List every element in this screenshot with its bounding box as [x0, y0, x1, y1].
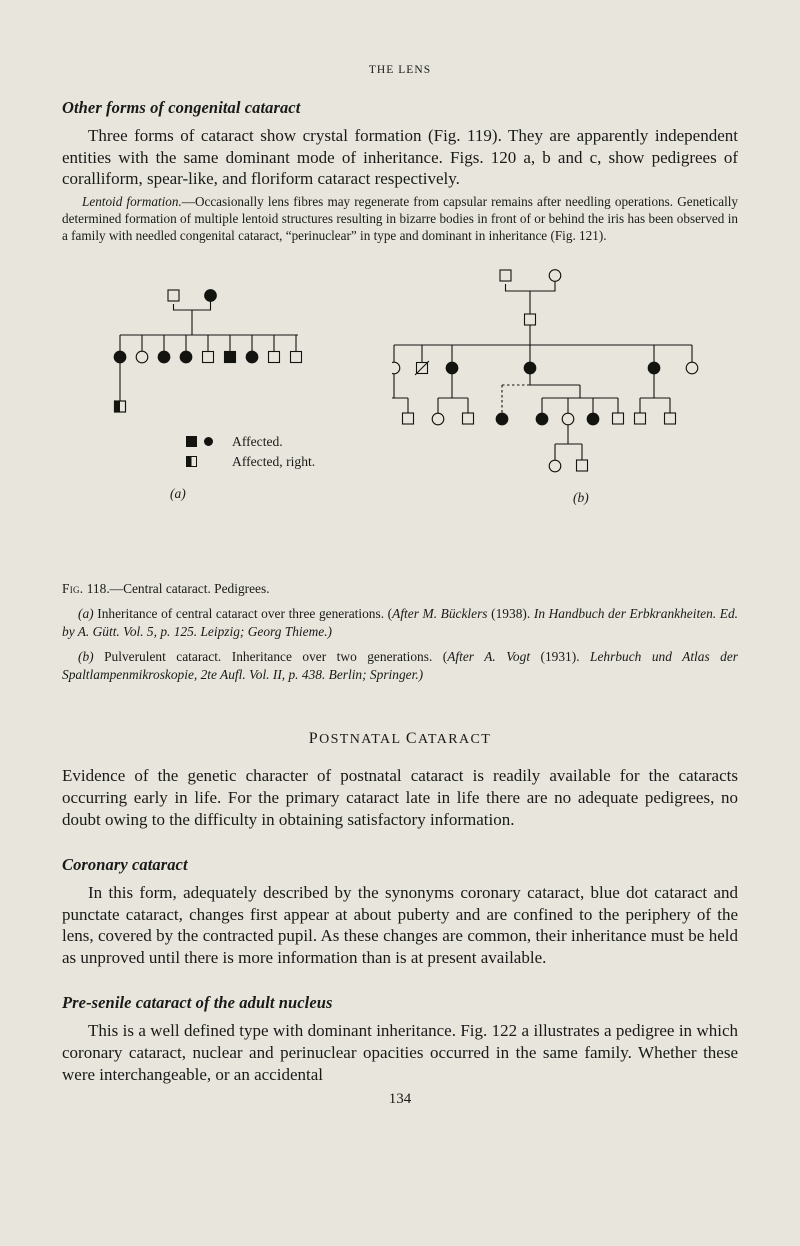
ped-b-gen5-1: [548, 459, 562, 473]
filled-circle-icon: [204, 437, 213, 447]
ped-b-gen4-2: [431, 412, 445, 426]
ped-b-gen5-2: [575, 459, 589, 472]
legend-row-affected-right: Affected, right.: [186, 452, 315, 471]
ped-a-child-8: [267, 351, 281, 364]
ped-b-gen3-2-deceased: [415, 362, 429, 375]
caption-item-b-cite2: Lehrbuch und Atlas der Spaltlampenmikros…: [62, 648, 738, 682]
legend-symbols-affected: [186, 436, 232, 448]
heading-other-forms: Other forms of congenital cataract: [62, 98, 301, 117]
ped-a-child-6: [223, 351, 237, 364]
ped-b-gen4-4: [495, 412, 509, 426]
paragraph-coronary: In this form, adequately described by th…: [62, 883, 738, 967]
caption-item-b-cite1: After A. Vogt: [447, 648, 531, 664]
page-content: THE LENS Other forms of congenital catar…: [62, 64, 738, 1108]
heading-postnatal-rest: OSTNATAL: [319, 732, 406, 748]
filled-square-icon: [186, 436, 197, 448]
legend-symbols-affected-right: [186, 455, 232, 467]
ped-b-gen4-8: [611, 412, 625, 425]
ped-a-child-7: [245, 350, 259, 364]
ped-a-child-9: [289, 351, 303, 364]
ped-b-gen4-6: [561, 412, 575, 426]
ped-b-gen4-3: [461, 412, 475, 425]
caption-item-b-text: Pulverulent cataract. Inheritance over t…: [93, 648, 448, 664]
caption-item-a-cite2: In Handbuch der Erbkrankheiten. Ed. by A…: [62, 606, 739, 639]
caption-item-b: (b) Pulverulent cataract. Inheritance ov…: [62, 648, 738, 684]
ped-b-gen4-9: [633, 412, 647, 425]
caption-fig-number: 118.: [86, 581, 110, 597]
heading-postnatal-rest2: ATARACT: [417, 732, 492, 748]
pedigree-chart-a: [113, 289, 303, 413]
ped-a-child-3: [157, 350, 171, 364]
paragraph-other-forms: Three forms of cataract show crystal for…: [62, 126, 738, 189]
figure-sublabel-a: (a): [170, 486, 186, 502]
legend-label-affected: Affected.: [232, 434, 283, 450]
figure-118: Affected. Affected, right. (a) (b): [62, 269, 738, 574]
ped-a-child-5: [201, 351, 215, 364]
caption-item-a: (a) Inheritance of central cataract over…: [62, 605, 738, 641]
ped-a-child-4: [179, 350, 193, 364]
ped-b-gen3-3: [445, 361, 459, 375]
heading-presenile-cataract: Pre-senile cataract of the adult nucleus: [62, 993, 333, 1013]
caption-item-a-cite1: After M. Bücklers: [392, 606, 488, 622]
spacer-before-presenile: [62, 971, 738, 993]
ped-a-founder-male: [167, 289, 180, 302]
figure-caption: Fig. 118.—Central cataract. Pedigrees. (…: [62, 580, 738, 683]
lentoid-body: —Occasionally lens fibres may regenerate…: [62, 193, 738, 244]
ped-a-child-1: [113, 350, 127, 364]
caption-item-a-text: Inheritance of central cataract over thr…: [93, 606, 393, 622]
heading-postnatal-cataract: POSTNATAL CATARACT: [62, 730, 738, 748]
caption-item-b-label: (b): [78, 648, 94, 664]
ped-b-gen3-5: [647, 361, 661, 375]
paragraph-presenile: This is a well defined type with dominan…: [62, 1021, 738, 1084]
legend-label-affected-right: Affected, right.: [232, 453, 316, 469]
paragraph-lentoid-formation: Lentoid formation.—Occasionally lens fib…: [62, 193, 738, 244]
caption-title-line: Fig. 118.—Central cataract. Pedigrees.: [62, 580, 738, 598]
caption-fig-title: —Central cataract. Pedigrees.: [109, 581, 270, 597]
caption-item-a-label: (a): [78, 606, 94, 622]
legend-row-affected: Affected.: [186, 432, 315, 451]
ped-b-gen4-7: [586, 412, 600, 426]
ped-b-gen2-male: [523, 313, 537, 326]
ped-b-gen3-6: [685, 361, 699, 375]
caption-item-b-year: (1931).: [530, 648, 580, 664]
figure-legend: Affected. Affected, right.: [186, 432, 315, 471]
ped-b-gen3-1: [392, 361, 401, 375]
ped-b-gen4-1: [401, 412, 415, 425]
ped-a-child-2: [135, 350, 149, 364]
ped-b-founder-male: [499, 269, 512, 282]
ped-b-gen3-4: [523, 361, 537, 375]
ped-b-gen4-5: [535, 412, 549, 426]
ped-a-founder-female: [204, 289, 217, 303]
paragraph-postnatal: Evidence of the genetic character of pos…: [62, 766, 738, 829]
heading-postnatal-c: C: [405, 730, 418, 748]
caption-item-a-year: (1938).: [487, 606, 531, 622]
lentoid-lead-in: Lentoid formation.: [82, 193, 182, 209]
spacer-before-postnatal: [62, 690, 738, 730]
heading-postnatal-p: P: [308, 730, 320, 748]
spacer-before-coronary: [62, 833, 738, 855]
half-filled-square-icon: [186, 455, 197, 467]
figure-sublabel-b: (b): [573, 490, 589, 506]
ped-b-founder-female: [548, 269, 562, 283]
page-number: 134: [388, 1091, 412, 1108]
ped-b-gen4-10: [663, 412, 677, 425]
heading-coronary-cataract: Coronary cataract: [62, 855, 188, 875]
running-head: THE LENS: [368, 64, 432, 76]
caption-fig-word: Fig.: [62, 581, 84, 597]
pedigree-chart-b: [392, 269, 699, 473]
